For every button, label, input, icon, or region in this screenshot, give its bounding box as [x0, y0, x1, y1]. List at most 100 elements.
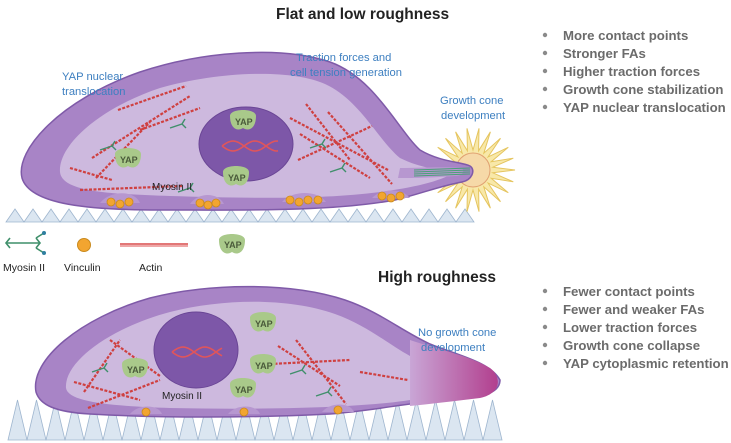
vinculin-dot	[195, 198, 205, 208]
myosin-mark	[169, 118, 187, 129]
actin-filament	[295, 339, 347, 405]
substrate-spike	[368, 399, 389, 441]
substrate-spike	[131, 208, 151, 223]
yap-icon	[219, 234, 245, 254]
substrate-spike	[149, 208, 169, 223]
vinculin-dot	[333, 405, 343, 415]
substrate-spike	[482, 399, 503, 441]
actin-filament	[87, 378, 161, 410]
vinculin-icon	[77, 238, 91, 252]
substrate-spike	[64, 399, 85, 441]
substrate-spike	[329, 208, 349, 223]
myosin-mark	[329, 162, 347, 173]
substrate-spike	[178, 399, 199, 441]
substrate-spike	[349, 399, 370, 441]
substrate-spike	[347, 208, 367, 223]
actin-filament	[359, 370, 409, 382]
bottom-panel-title: High roughness	[378, 269, 496, 286]
substrate-spike	[23, 208, 43, 223]
substrate-spike	[41, 208, 61, 223]
substrate-spike	[455, 208, 475, 223]
bottom-yap-label-3: YAP	[255, 361, 273, 371]
top-bullet-5: YAP nuclear translocation	[563, 100, 726, 115]
bottom-yap-1: YAP	[250, 312, 276, 332]
top-yap-left: YAP	[115, 148, 141, 168]
bottom-myosin-marks	[91, 362, 333, 397]
vinculin-dot	[115, 199, 125, 209]
bottom-yap-3: YAP	[250, 354, 276, 374]
top-bullet-1: More contact points	[563, 28, 688, 43]
substrate-spike	[437, 208, 457, 223]
bottom-yap-2: YAP	[122, 358, 148, 378]
bottom-yap-label-4: YAP	[235, 385, 253, 395]
substrate-spike	[203, 208, 223, 223]
traction-label-2: cell tension generation	[290, 67, 402, 79]
bottom-yap-4: YAP	[230, 378, 256, 398]
substrate-spike	[167, 208, 187, 223]
myosin-mark	[309, 138, 327, 149]
vinculin-dot	[294, 197, 304, 207]
top-yap-center: YAP	[223, 166, 249, 186]
myosin-mark	[91, 362, 109, 373]
top-myosin-label: Myosin II	[152, 182, 192, 193]
bottom-bullet-3: Lower traction forces	[563, 320, 697, 335]
substrate-spike	[45, 399, 66, 441]
vinculin-dot	[303, 195, 313, 205]
no-growth-cone-label-2: development	[421, 342, 486, 354]
dna-helix-icon	[221, 140, 279, 152]
bottom-bullet-2: Fewer and weaker FAs	[563, 302, 704, 317]
top-panel-title: Flat and low roughness	[276, 6, 449, 23]
actin-filament	[327, 111, 393, 185]
substrate-spike	[311, 208, 331, 223]
bottom-bullet-5: YAP cytoplasmic retention	[563, 356, 729, 371]
axon-bundle	[413, 167, 471, 177]
substrate-spike	[7, 399, 28, 441]
actin-filament	[297, 125, 373, 161]
vinculin-dot	[377, 191, 387, 201]
legend-vinculin-label: Vinculin	[64, 262, 101, 274]
legend-actin-label: Actin	[139, 262, 163, 274]
growth-cone-label-2: development	[441, 110, 506, 122]
vinculin-dot	[211, 198, 221, 208]
substrate-spike	[257, 208, 277, 223]
substrate-spike	[401, 208, 421, 223]
bottom-yap-label-2: YAP	[127, 365, 145, 375]
substrate-spike	[293, 208, 313, 223]
vinculin-dot	[285, 195, 295, 205]
substrate-spike	[95, 208, 115, 223]
vinculin-dot	[124, 197, 134, 207]
substrate-spike	[113, 208, 133, 223]
myosin-mark	[289, 364, 307, 375]
substrate-spike	[26, 399, 47, 441]
substrate-spike	[311, 399, 332, 441]
vinculin-dot	[203, 200, 213, 210]
bottom-yap-label-1: YAP	[255, 319, 273, 329]
myosin-mark	[99, 140, 117, 151]
top-yap-nucleus: YAP	[230, 110, 256, 130]
substrate-spike	[221, 208, 241, 223]
substrate-spike	[383, 208, 403, 223]
substrate-spike	[235, 399, 256, 441]
substrate-spike	[5, 208, 25, 223]
myosin-mark	[177, 182, 195, 193]
actin-filament	[139, 106, 201, 132]
actin-filament	[299, 133, 371, 179]
bottom-myosin-label: Myosin II	[162, 391, 202, 402]
top-bullet-2: Stronger FAs	[563, 46, 646, 61]
actin-filament	[277, 345, 341, 387]
top-yap-label-2: YAP	[120, 155, 138, 165]
top-bullet-list: More contact points Stronger FAs Higher …	[542, 28, 726, 115]
actin-filament	[79, 184, 183, 192]
bottom-vinculin-dots	[141, 405, 343, 417]
substrate-spike	[406, 399, 427, 441]
vinculin-dot	[386, 193, 396, 203]
legend: Myosin II Vinculin Actin YAP	[3, 231, 245, 274]
substrate-spike	[330, 399, 351, 441]
no-growth-cone-label-1: No growth cone	[418, 327, 496, 339]
substrate-spike	[425, 399, 446, 441]
actin-icon	[120, 243, 188, 247]
substrate-spike	[121, 399, 142, 441]
substrate-spike	[419, 208, 439, 223]
bottom-actin-filaments	[73, 339, 409, 410]
